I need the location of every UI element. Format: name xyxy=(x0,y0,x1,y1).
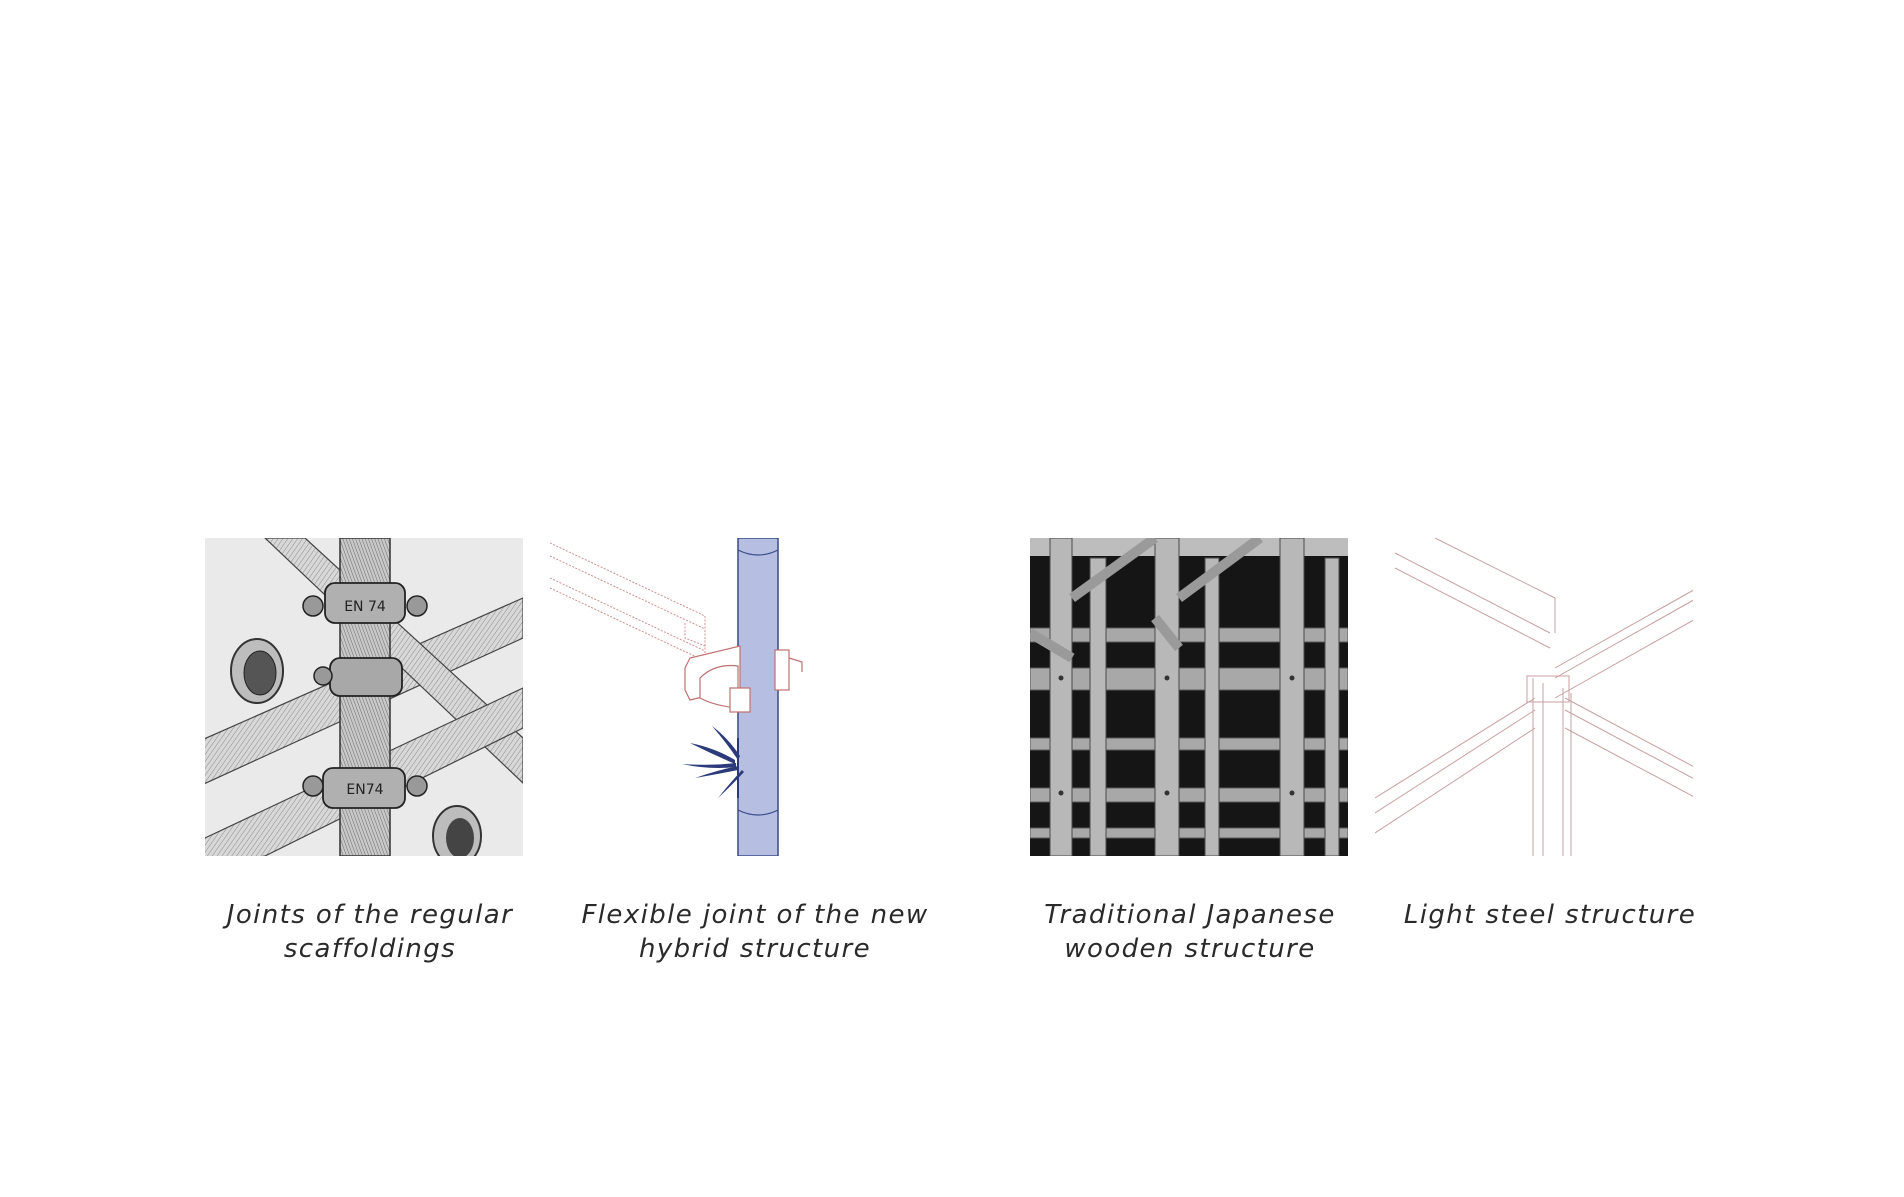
caption-japanese-wooden: Traditional Japanese wooden structure xyxy=(1000,898,1380,966)
caption-line: Traditional Japanese xyxy=(1044,900,1336,930)
caption-line: wooden structure xyxy=(1064,934,1316,964)
caption-line: Light steel structure xyxy=(1403,900,1697,930)
caption-light-steel: Light steel structure xyxy=(1360,898,1740,932)
japanese-wooden-image xyxy=(1030,538,1348,856)
scaffolding-joints-image: EN 74 EN74 xyxy=(205,538,523,856)
caption-line: Flexible joint of the new xyxy=(581,900,929,930)
caption-scaffolding-joints: Joints of the regular scaffoldings xyxy=(180,898,560,966)
hybrid-joint-image xyxy=(550,538,868,856)
clamp-stamp-bottom: EN74 xyxy=(346,782,383,798)
clamp-stamp-top: EN 74 xyxy=(344,599,386,615)
caption-line: Joints of the regular xyxy=(226,900,514,930)
caption-hybrid-joint: Flexible joint of the new hybrid structu… xyxy=(565,898,945,966)
caption-line: hybrid structure xyxy=(638,934,871,964)
caption-line: scaffoldings xyxy=(283,934,457,964)
light-steel-image xyxy=(1375,538,1693,856)
